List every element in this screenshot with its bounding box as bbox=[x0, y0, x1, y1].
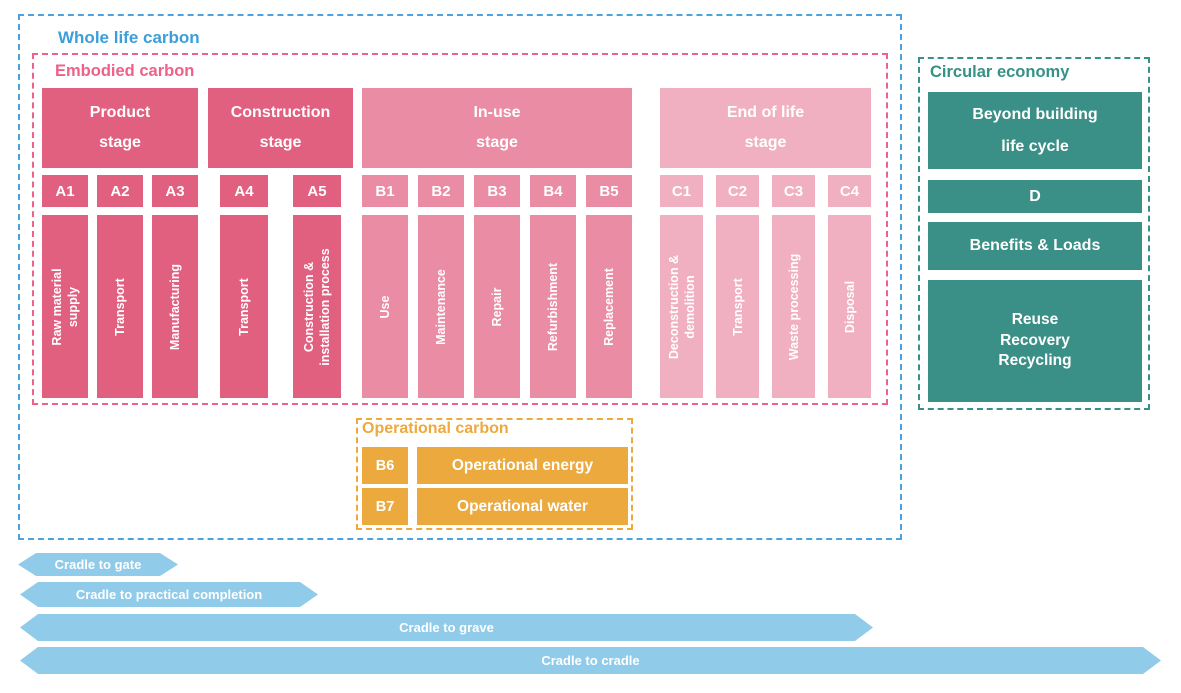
end-of-life-bar-row: Deconstruction & demolition Transport Wa… bbox=[660, 215, 871, 398]
module-label-b2: Maintenance bbox=[433, 268, 448, 345]
product-code-row: A1 A2 A3 bbox=[42, 175, 198, 207]
module-bar-c4: Disposal bbox=[828, 215, 871, 398]
whole-life-carbon-title: Whole life carbon bbox=[58, 28, 200, 47]
construction-code-row: A4 A5 bbox=[208, 175, 353, 207]
module-label-c3: Waste processing bbox=[786, 253, 801, 360]
module-label-c4: Disposal bbox=[842, 280, 857, 333]
module-bar-a3: Manufacturing bbox=[152, 215, 198, 398]
module-bar-a1: Raw material supply bbox=[42, 215, 88, 398]
operational-row-b7: B7 Operational water bbox=[362, 488, 628, 525]
module-bar-c3: Waste processing bbox=[772, 215, 815, 398]
module-label-b4: Refurbishment bbox=[545, 262, 560, 351]
module-label-b1: Use bbox=[377, 295, 392, 318]
in-use-stage-header: In-use stage bbox=[362, 88, 632, 168]
construction-stage-header: Construction stage bbox=[208, 88, 353, 168]
module-code-c4: C4 bbox=[828, 175, 871, 207]
module-code-b2: B2 bbox=[418, 175, 464, 207]
module-label-a3: Manufacturing bbox=[167, 263, 182, 350]
module-label-b3: Repair bbox=[489, 287, 504, 326]
module-code-a2: A2 bbox=[97, 175, 143, 207]
circular-economy-title: Circular economy bbox=[930, 63, 1070, 81]
cradle-to-gate-arrow: Cradle to gate bbox=[18, 553, 178, 576]
stage-header-line: In-use bbox=[473, 104, 521, 121]
module-code-c1: C1 bbox=[660, 175, 703, 207]
end-of-life-stage-group: End of life stage C1 C2 C3 C4 Deconstruc… bbox=[660, 88, 871, 398]
module-bar-b5: Replacement bbox=[586, 215, 632, 398]
whole-life-carbon-frame bbox=[18, 14, 902, 540]
module-label-a2: Transport bbox=[112, 277, 127, 336]
module-bar-a2: Transport bbox=[97, 215, 143, 398]
in-use-stage-group: In-use stage B1 B2 B3 B4 B5 Use Maintena… bbox=[362, 88, 632, 398]
module-label-a4: Transport bbox=[236, 277, 251, 336]
end-of-life-code-row: C1 C2 C3 C4 bbox=[660, 175, 871, 207]
module-code-b3: B3 bbox=[474, 175, 520, 207]
product-stage-header: Product stage bbox=[42, 88, 198, 168]
circular-economy-frame bbox=[918, 57, 1150, 410]
operational-row-b6: B6 Operational energy bbox=[362, 447, 628, 484]
module-bar-c1: Deconstruction & demolition bbox=[660, 215, 703, 398]
operational-energy-box: Operational energy bbox=[417, 447, 628, 484]
beyond-building-life-cycle-box: Beyond building life cycle bbox=[928, 92, 1142, 169]
module-code-c3: C3 bbox=[772, 175, 815, 207]
end-of-life-stage-header: End of life stage bbox=[660, 88, 871, 168]
module-code-b1: B1 bbox=[362, 175, 408, 207]
cradle-to-cradle-arrow: Cradle to cradle bbox=[20, 647, 1161, 674]
module-bar-b3: Repair bbox=[474, 215, 520, 398]
in-use-code-row: B1 B2 B3 B4 B5 bbox=[362, 175, 632, 207]
stage-header-line: Product bbox=[89, 104, 151, 121]
module-code-a3: A3 bbox=[152, 175, 198, 207]
module-code-b4: B4 bbox=[530, 175, 576, 207]
benefits-and-loads-box: Benefits & Loads bbox=[928, 222, 1142, 270]
stage-header-line: stage bbox=[259, 134, 302, 151]
module-bar-a5: Construction & installation process bbox=[293, 215, 341, 398]
reuse-recovery-recycling-box: Reuse Recovery Recycling bbox=[928, 280, 1142, 402]
module-code-b6: B6 bbox=[362, 447, 408, 484]
stage-header-line: stage bbox=[744, 134, 787, 151]
in-use-bar-row: Use Maintenance Repair Refurbishment Rep… bbox=[362, 215, 632, 398]
module-code-c2: C2 bbox=[716, 175, 759, 207]
module-code-a1: A1 bbox=[42, 175, 88, 207]
module-label-a1: Raw material supply bbox=[49, 267, 80, 346]
operational-carbon-title: Operational carbon bbox=[362, 420, 509, 437]
module-code-b5: B5 bbox=[586, 175, 632, 207]
operational-carbon-frame bbox=[356, 418, 633, 530]
construction-bar-row: Transport Construction & installation pr… bbox=[208, 215, 353, 398]
module-label-c2: Transport bbox=[730, 277, 745, 336]
embodied-carbon-frame bbox=[32, 53, 888, 405]
stage-header-line: stage bbox=[99, 134, 141, 151]
operational-water-box: Operational water bbox=[417, 488, 628, 525]
module-label-b5: Replacement bbox=[601, 267, 616, 346]
stage-header-line: Construction bbox=[230, 104, 331, 121]
module-bar-b2: Maintenance bbox=[418, 215, 464, 398]
cradle-to-grave-arrow: Cradle to grave bbox=[20, 614, 873, 641]
module-label-a5: Construction & installation process bbox=[301, 247, 332, 366]
construction-stage-group: Construction stage A4 A5 Transport Const… bbox=[208, 88, 353, 398]
module-code-b7: B7 bbox=[362, 488, 408, 525]
module-code-a5: A5 bbox=[293, 175, 341, 207]
product-stage-group: Product stage A1 A2 A3 Raw material supp… bbox=[42, 88, 198, 398]
cradle-to-practical-completion-arrow: Cradle to practical completion bbox=[20, 582, 318, 607]
stage-header-line: stage bbox=[476, 134, 518, 151]
module-bar-b4: Refurbishment bbox=[530, 215, 576, 398]
stage-header-line: End of life bbox=[726, 104, 805, 121]
module-bar-b1: Use bbox=[362, 215, 408, 398]
module-code-a4: A4 bbox=[220, 175, 268, 207]
module-bar-a4: Transport bbox=[220, 215, 268, 398]
embodied-carbon-title: Embodied carbon bbox=[55, 62, 195, 80]
product-bar-row: Raw material supply Transport Manufactur… bbox=[42, 215, 198, 398]
module-d-box: D bbox=[928, 180, 1142, 213]
module-label-c1: Deconstruction & demolition bbox=[666, 254, 697, 359]
module-bar-c2: Transport bbox=[716, 215, 759, 398]
